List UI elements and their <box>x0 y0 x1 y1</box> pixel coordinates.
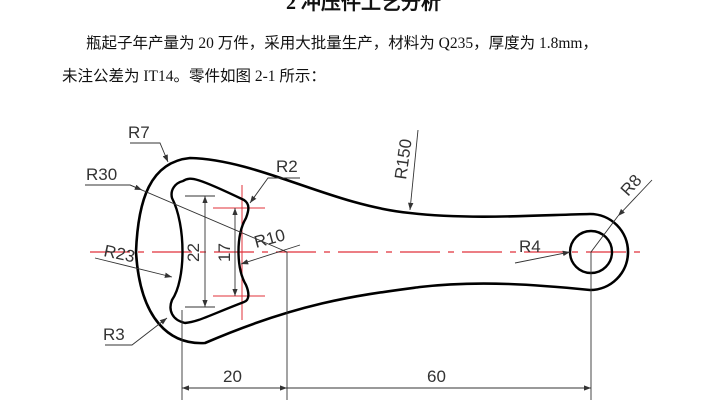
label-r7: R7 <box>128 123 150 142</box>
label-r23: R23 <box>102 241 136 266</box>
label-r150: R150 <box>391 138 415 181</box>
label-r4: R4 <box>519 237 541 256</box>
label-r30: R30 <box>86 165 117 184</box>
label-r3: R3 <box>103 325 125 344</box>
label-r8: R8 <box>617 171 646 200</box>
label-60: 60 <box>427 367 446 386</box>
outer-outline <box>134 156 630 345</box>
dimension-lines <box>85 129 653 400</box>
paragraph-line-1: 瓶起子年产量为 20 万件，采用大批量生产，材料为 Q235，厚度为 1.8mm… <box>86 35 598 52</box>
label-17: 17 <box>215 243 234 262</box>
label-20: 20 <box>223 367 242 386</box>
label-22: 22 <box>184 243 203 262</box>
label-r2: R2 <box>276 157 298 176</box>
label-r10: R10 <box>252 225 287 251</box>
inner-cutout <box>169 177 250 325</box>
paragraph-line-2: 未注公差为 IT14。零件如图 2-1 所示： <box>62 68 326 85</box>
section-heading: 2 冲压件工艺分析 <box>286 0 441 14</box>
